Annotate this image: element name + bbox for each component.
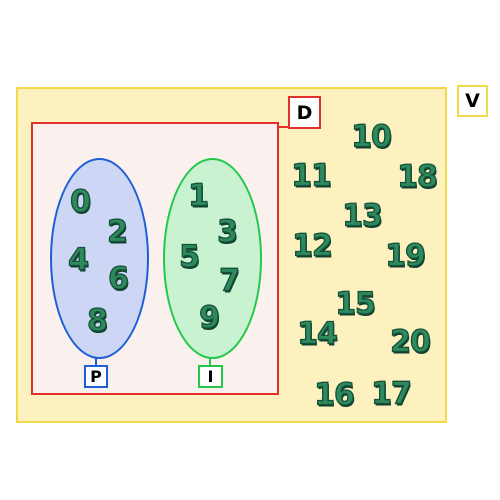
element-number: 0 (69, 184, 91, 220)
universe-label: V (457, 85, 488, 117)
set-d-connector (278, 126, 288, 128)
set-i-label: I (198, 365, 223, 388)
element-number: 5 (178, 239, 200, 275)
element-number: 7 (218, 263, 240, 299)
set-p-ellipse (50, 158, 149, 359)
set-p-label: P (84, 365, 108, 388)
element-number: 4 (67, 242, 89, 278)
element-number: 16 (313, 377, 355, 413)
element-number: 13 (341, 198, 383, 234)
element-number: 9 (198, 300, 220, 336)
set-i-ellipse (163, 158, 262, 359)
element-number: 10 (350, 119, 392, 155)
element-number: 14 (296, 316, 338, 352)
element-number: 8 (86, 303, 108, 339)
element-number: 20 (389, 324, 431, 360)
element-number: 17 (370, 376, 412, 412)
set-d-label: D (288, 96, 321, 129)
element-number: 2 (106, 214, 128, 250)
element-number: 18 (396, 159, 438, 195)
element-number: 3 (216, 214, 238, 250)
element-number: 19 (384, 238, 426, 274)
set-i-connector (209, 358, 211, 365)
set-p-connector (95, 358, 97, 365)
element-number: 6 (107, 261, 129, 297)
element-number: 1 (187, 178, 209, 214)
element-number: 11 (290, 158, 332, 194)
element-number: 12 (291, 228, 333, 264)
element-number: 15 (334, 286, 376, 322)
